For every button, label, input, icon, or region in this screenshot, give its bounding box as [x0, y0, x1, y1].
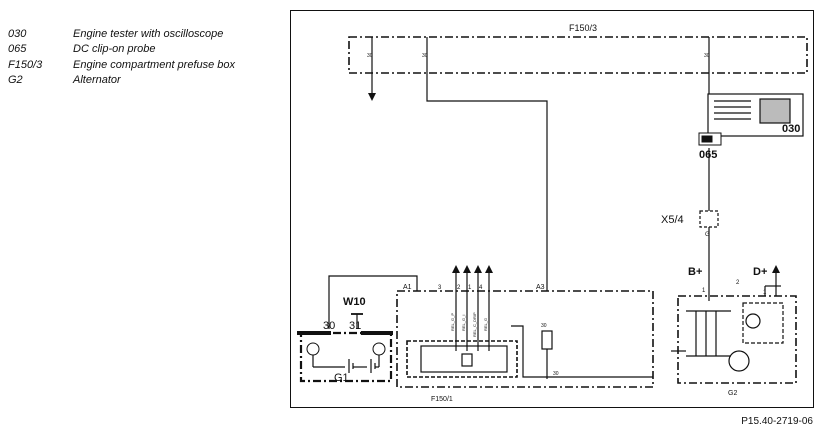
dc-clip-probe	[698, 132, 722, 146]
pin-label: 3	[438, 285, 442, 291]
engine-tester	[707, 93, 804, 137]
pin-label: 1	[468, 285, 472, 291]
w10-label: W10	[343, 296, 366, 308]
arrow-signal-3	[474, 265, 482, 273]
legend-desc: Engine compartment prefuse box	[73, 58, 236, 71]
legend-row: F150/3 Engine compartment prefuse box	[8, 57, 235, 73]
battery-box	[299, 331, 393, 383]
legend-code: 030	[8, 27, 27, 40]
wire-mark: 30	[367, 53, 373, 59]
inner-wire-mark: 30	[553, 371, 559, 377]
signal-label: REL_C_DRIP	[472, 312, 477, 337]
regulator-transistor	[745, 313, 761, 329]
arrow-signal-1	[452, 265, 460, 273]
legend-row: G2 Alternator	[8, 73, 235, 89]
pin-label: 1	[702, 288, 706, 294]
wire-mark: 30	[422, 53, 428, 59]
term30-label: 30	[323, 320, 335, 332]
arrow-signal-2	[463, 265, 471, 273]
pin-label: 4	[479, 285, 483, 291]
connector-pin: G	[705, 232, 710, 238]
wire-f150-alt	[511, 325, 653, 378]
alternator-rotor	[728, 350, 750, 372]
battery-label: G1	[334, 372, 349, 384]
term31-label: 31	[349, 320, 361, 332]
legend-desc: Alternator	[73, 74, 121, 87]
signal-label: REL_G_P	[450, 313, 455, 331]
wire-mark: 30	[704, 53, 710, 59]
probe-label: 065	[699, 149, 717, 161]
f150-1-label: F150/1	[431, 396, 453, 403]
signal-label: REL_G_I	[461, 315, 466, 331]
battery-minus-terminal	[372, 342, 386, 356]
signal-label: REL_G	[483, 318, 488, 331]
connector-x54	[699, 210, 719, 228]
tester-label: 030	[782, 123, 800, 135]
legend-row: 030 Engine tester with oscilloscope	[8, 26, 235, 42]
diagram-frame: F150/3 30 30 30 030 065 X5/4 G B+ D+ W10…	[290, 10, 814, 408]
legend-code: G2	[8, 74, 23, 87]
relay-coil	[461, 353, 473, 367]
alternator-box	[677, 295, 797, 384]
relay-area	[406, 340, 518, 378]
relay-inner	[420, 345, 508, 373]
wire-to-a3	[426, 37, 548, 291]
pin-label: 2	[457, 285, 461, 291]
a1-label: A1	[403, 284, 412, 291]
legend-row: 065 DC clip-on probe	[8, 42, 235, 58]
prefuse-box	[348, 36, 808, 74]
pin-label: 1	[763, 290, 767, 296]
fuse-id: 30	[541, 323, 547, 329]
battery-plus-terminal	[306, 342, 320, 356]
regulator-box	[742, 302, 784, 344]
a3-label: A3	[536, 284, 545, 291]
pin-label: 2	[736, 280, 740, 286]
bplus-label: B+	[688, 266, 702, 278]
f150-1-box	[396, 290, 654, 388]
arrow-signal-4	[485, 265, 493, 273]
figure-id: P15.40-2719-06	[741, 416, 813, 427]
arrow-dplus	[772, 265, 780, 273]
connector-label: X5/4	[661, 214, 684, 226]
dplus-label: D+	[753, 266, 767, 278]
legend-desc: DC clip-on probe	[73, 43, 156, 56]
legend-code: F150/3	[8, 58, 43, 71]
legend: 030 Engine tester with oscilloscope 065 …	[8, 26, 235, 88]
prefuse-label: F150/3	[569, 23, 597, 33]
wiring-diagram: F150/3 30 30 30 030 065 X5/4 G B+ D+ W10…	[297, 23, 808, 403]
g2-label: G2	[728, 390, 737, 397]
legend-code: 065	[8, 43, 27, 56]
a3-fuse	[541, 330, 553, 350]
arrow-fuse-out	[368, 93, 376, 101]
wire-w10-a1	[328, 275, 418, 329]
legend-desc: Engine tester with oscilloscope	[73, 27, 224, 40]
